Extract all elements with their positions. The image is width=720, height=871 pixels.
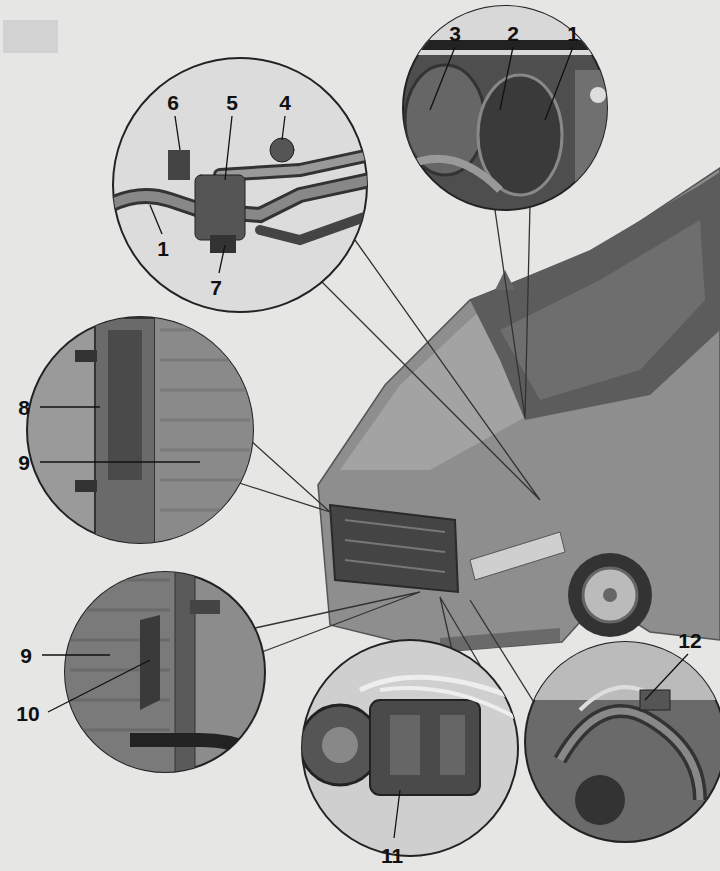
callout-number: 2	[507, 23, 519, 44]
callout-number: 11	[381, 845, 403, 866]
callout-number: 5	[226, 92, 238, 113]
callout-number: 6	[167, 92, 179, 113]
callout-number: 12	[678, 630, 701, 651]
detail-circle	[65, 572, 270, 772]
callout-number: 8	[18, 397, 30, 418]
callout-number: 7	[210, 277, 222, 298]
detail-circle	[525, 640, 720, 842]
callout-number: 4	[279, 92, 291, 113]
callout-number: 9	[20, 645, 32, 666]
leader-line	[40, 47, 688, 838]
callout-number: 1	[567, 23, 579, 44]
detail-circle	[110, 58, 370, 312]
callout-number: 1	[157, 238, 169, 259]
callout-number: 3	[449, 23, 461, 44]
detail-circle	[27, 317, 255, 548]
blank-tab	[3, 20, 58, 53]
detail-circle	[300, 640, 520, 856]
car-illustration	[318, 168, 720, 652]
detail-circle	[400, 0, 620, 210]
callout-number: 9	[18, 452, 30, 473]
callout-number: 10	[16, 703, 39, 724]
